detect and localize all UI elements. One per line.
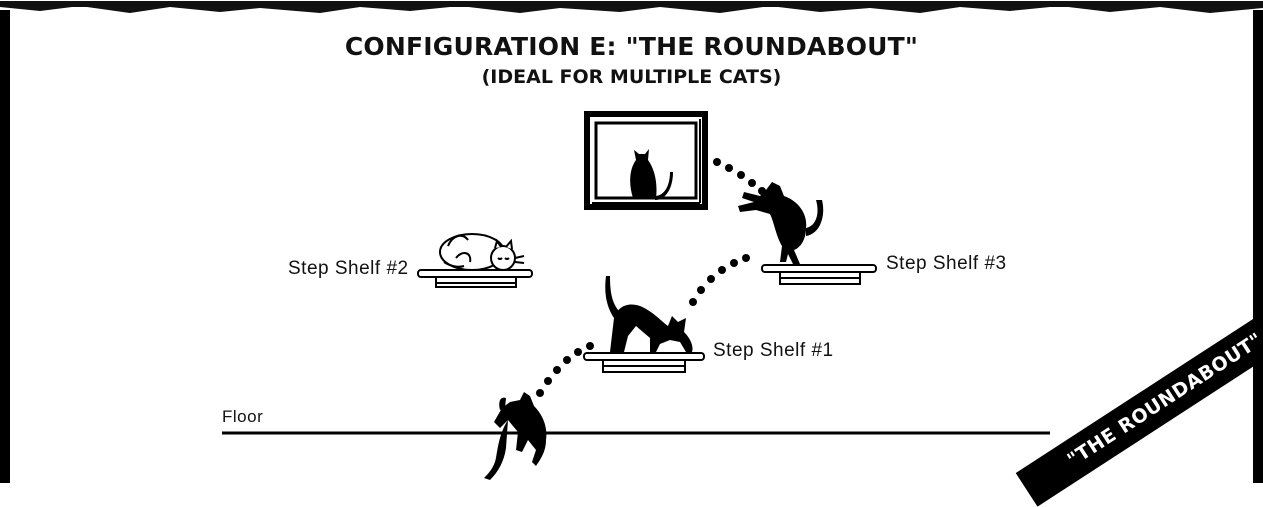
frame-right-edge	[1253, 10, 1263, 483]
jump-path-shelf1-to-shelf3	[689, 254, 750, 306]
cat-climbing-icon	[484, 392, 547, 480]
decorative-top-border	[0, 0, 1263, 14]
label-step-shelf-1: Step Shelf #1	[713, 340, 834, 361]
frame-left-edge	[0, 10, 10, 483]
jump-path-floor-to-shelf1	[536, 342, 594, 397]
cat-sleeping-icon	[439, 233, 525, 271]
cat-in-window-icon	[630, 149, 673, 200]
jump-path-window-to-shelf3	[713, 158, 766, 195]
label-step-shelf-3: Step Shelf #3	[886, 253, 1007, 274]
cat-stretching-icon	[605, 276, 693, 352]
cat-jumping-icon	[738, 182, 824, 266]
step-shelf-2	[417, 269, 533, 288]
configuration-scene	[222, 111, 1050, 480]
step-shelf-1	[583, 352, 705, 373]
page-title: CONFIGURATION E: "THE ROUNDABOUT"	[344, 32, 919, 61]
step-shelf-3	[761, 264, 877, 285]
label-step-shelf-2: Step Shelf #2	[288, 258, 409, 279]
page-subtitle: (IDEAL FOR MULTIPLE CATS)	[481, 66, 782, 88]
window-icon	[584, 111, 708, 210]
label-floor: Floor	[222, 407, 264, 426]
